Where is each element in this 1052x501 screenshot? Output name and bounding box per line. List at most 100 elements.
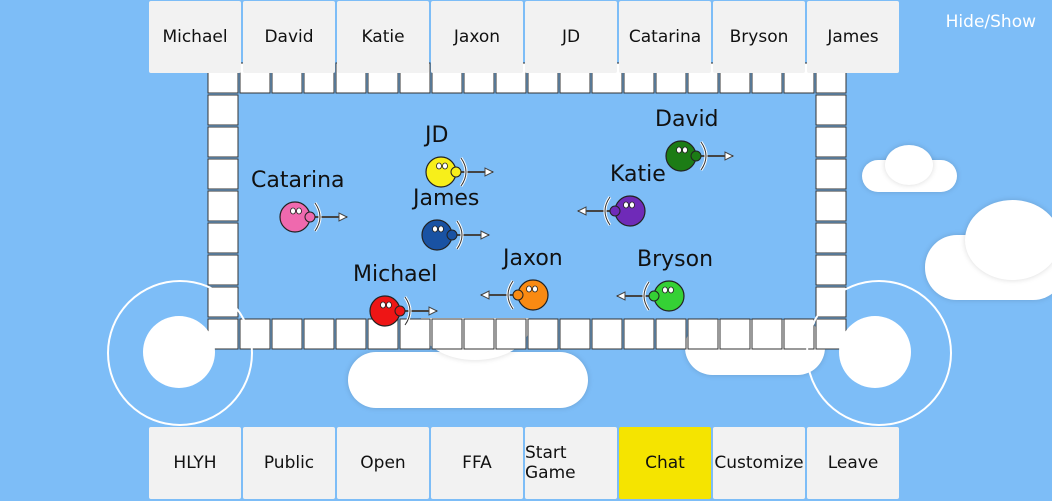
hand-icon	[450, 166, 462, 178]
wall-tile	[207, 222, 239, 254]
wall-tile	[815, 222, 847, 254]
eye-icon	[532, 285, 538, 293]
arrowhead-icon	[428, 306, 439, 316]
eye-icon	[442, 162, 448, 170]
wall-tile	[815, 126, 847, 158]
player-tab-jd[interactable]: JD	[525, 1, 617, 73]
eye-icon	[290, 207, 296, 215]
player-name-label: Katie	[610, 162, 666, 187]
arrowhead-icon	[479, 290, 490, 300]
bow-icon	[643, 281, 650, 311]
eye-icon	[662, 286, 668, 294]
player-name-label: Catarina	[251, 168, 345, 193]
ffa-button[interactable]: FFA	[431, 427, 523, 499]
player-tab-michael[interactable]: Michael	[149, 1, 241, 73]
right-joystick-knob[interactable]	[839, 316, 911, 388]
player-jd: JD	[423, 123, 495, 188]
eye-icon	[682, 146, 688, 154]
arrowhead-icon	[480, 230, 491, 240]
eye-icon	[623, 201, 629, 209]
eye-icon	[386, 301, 392, 309]
wall-tile	[815, 94, 847, 126]
eye-icon	[629, 201, 635, 209]
eye-icon	[438, 225, 444, 233]
wall-tile	[719, 318, 751, 350]
player-jaxon: Jaxon	[479, 246, 563, 311]
bow-icon	[456, 220, 463, 250]
wall-tile	[207, 190, 239, 222]
player-katie: Katie	[576, 162, 666, 227]
wall-tile	[815, 254, 847, 286]
eye-icon	[380, 301, 386, 309]
hide-show-toggle[interactable]: Hide/Show	[945, 12, 1036, 32]
player-name-label: Michael	[353, 262, 437, 287]
player-james: James	[411, 186, 491, 251]
player-bryson: Bryson	[615, 247, 713, 312]
hand-icon	[394, 305, 406, 317]
wall-tile	[207, 158, 239, 190]
chat-button[interactable]: Chat	[619, 427, 711, 499]
wall-tile	[655, 318, 687, 350]
eye-icon	[432, 225, 438, 233]
left-joystick-knob[interactable]	[143, 316, 215, 388]
eye-icon	[296, 207, 302, 215]
player-tab-bryson[interactable]: Bryson	[713, 1, 805, 73]
cloud	[885, 145, 933, 185]
player-tab-david[interactable]: David	[243, 1, 335, 73]
wall-tile	[591, 318, 623, 350]
player-tab-jaxon[interactable]: Jaxon	[431, 1, 523, 73]
wall-tile	[335, 318, 367, 350]
cloud	[965, 200, 1052, 280]
player-tab-katie[interactable]: Katie	[337, 1, 429, 73]
bow-icon	[604, 196, 611, 226]
right-joystick-ring[interactable]	[806, 280, 952, 426]
wall-tile	[527, 318, 559, 350]
player-tab-catarina[interactable]: Catarina	[619, 1, 711, 73]
arrowhead-icon	[338, 212, 349, 222]
player-name-label: Bryson	[637, 247, 713, 272]
arrowhead-icon	[576, 206, 587, 216]
open-button[interactable]: Open	[337, 427, 429, 499]
eye-icon	[668, 286, 674, 294]
arrowhead-icon	[484, 167, 495, 177]
public-button[interactable]: Public	[243, 427, 335, 499]
wall-tile	[687, 318, 719, 350]
hand-icon	[512, 289, 524, 301]
left-joystick-ring[interactable]	[107, 280, 253, 426]
player-tab-james[interactable]: James	[807, 1, 899, 73]
cloud	[348, 352, 588, 408]
start-game-button[interactable]: Start Game	[525, 427, 617, 499]
hand-icon	[304, 211, 316, 223]
player-michael: Michael	[353, 262, 439, 327]
wall-tile	[431, 318, 463, 350]
hand-icon	[446, 229, 458, 241]
bow-icon	[460, 157, 467, 187]
wall-tile	[207, 254, 239, 286]
bow-icon	[700, 141, 707, 171]
player-david: David	[655, 107, 735, 172]
bow-icon	[404, 296, 411, 326]
wall-tile	[623, 318, 655, 350]
player-name-label: David	[655, 107, 719, 132]
player-name-label: JD	[423, 123, 448, 148]
hlyh-button[interactable]: HLYH	[149, 427, 241, 499]
hand-icon	[690, 150, 702, 162]
customize-button[interactable]: Customize	[713, 427, 805, 499]
leave-button[interactable]: Leave	[807, 427, 899, 499]
wall-tile	[815, 158, 847, 190]
wall-tile	[751, 318, 783, 350]
eye-icon	[526, 285, 532, 293]
arrowhead-icon	[615, 291, 626, 301]
eye-icon	[676, 146, 682, 154]
bow-icon	[314, 202, 321, 232]
wall-tile	[495, 318, 527, 350]
bow-icon	[507, 280, 514, 310]
wall-tile	[815, 190, 847, 222]
wall-tile	[559, 318, 591, 350]
player-name-label: James	[411, 186, 479, 211]
hand-icon	[648, 290, 660, 302]
